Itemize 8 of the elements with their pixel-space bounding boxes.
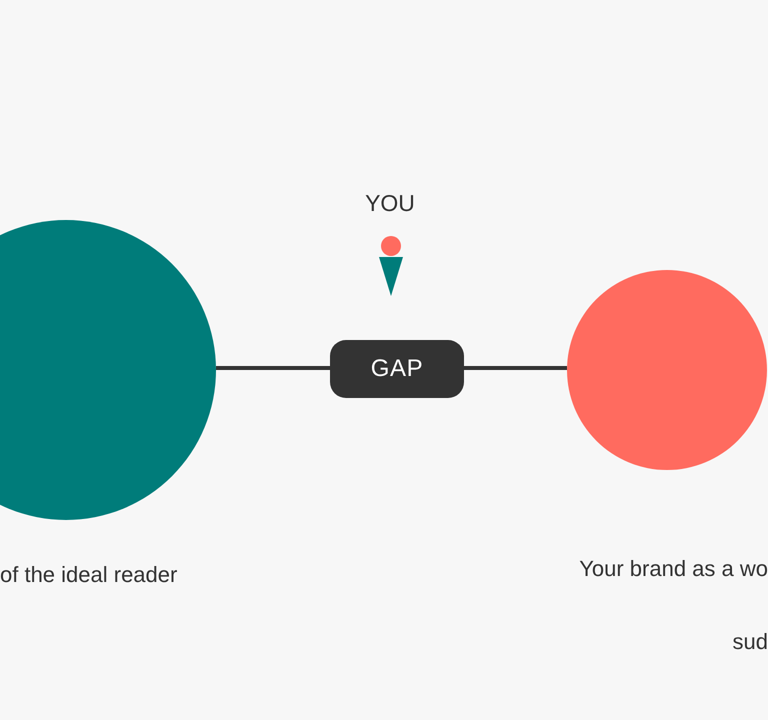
position-label: YOU — [364, 189, 416, 218]
rounded-box — [330, 340, 464, 398]
node-caption: of the ideal reader — [0, 561, 178, 589]
node-label: GAP — [370, 354, 424, 384]
node-caption: Your brand as a wo — [579, 555, 768, 583]
connector-line — [464, 366, 567, 370]
node-caption: sud — [732, 628, 768, 656]
connector-line — [216, 366, 330, 370]
